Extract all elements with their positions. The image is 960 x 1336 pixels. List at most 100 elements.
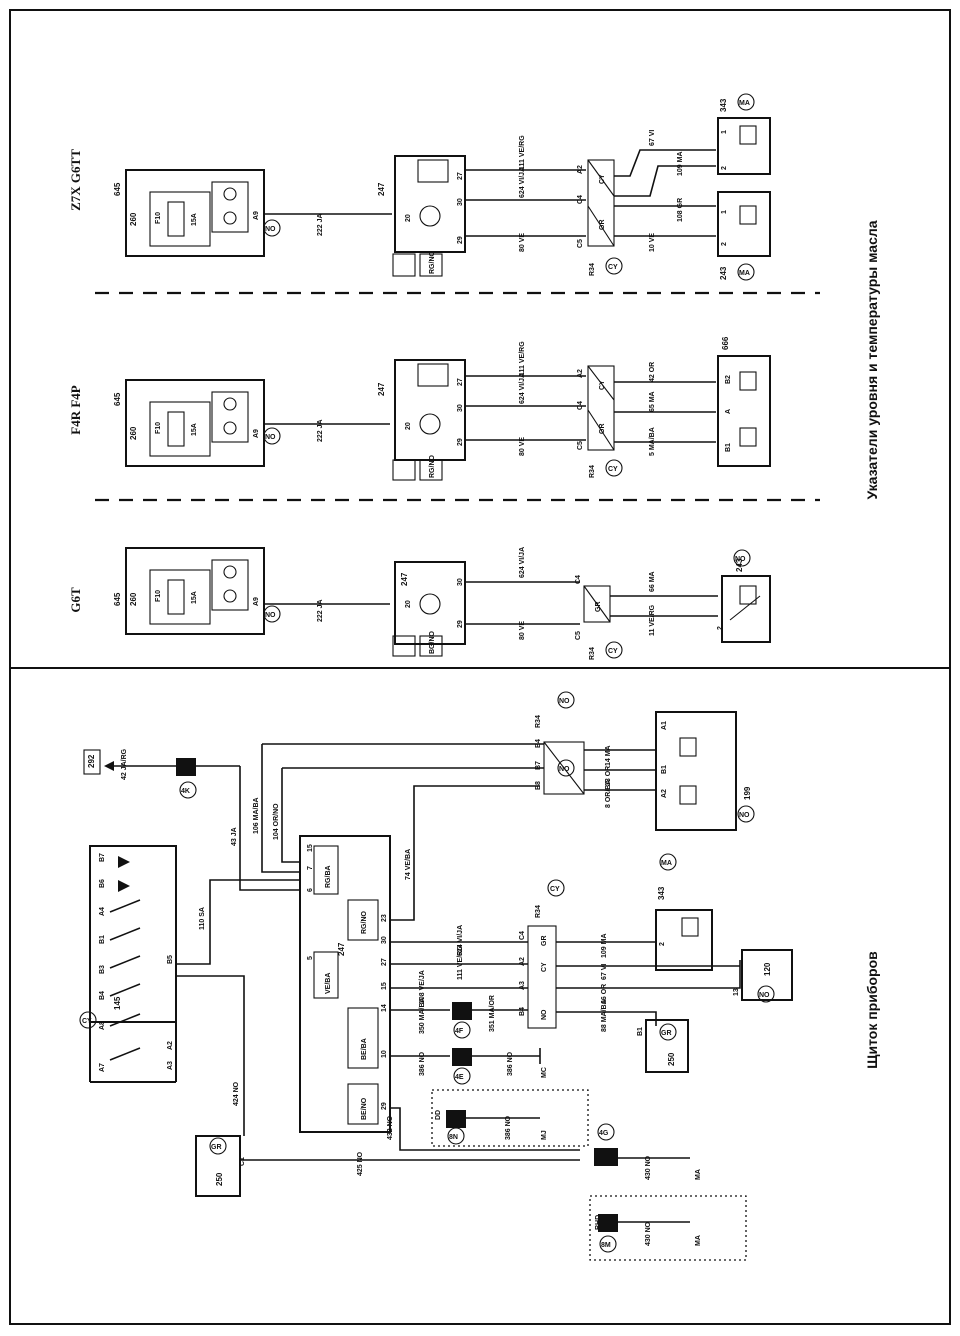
wire-66or xyxy=(556,960,741,989)
fuse-box xyxy=(125,547,265,635)
wire-111-label: 111 VE/RG xyxy=(519,341,526,376)
wire-10-label: 10 VE xyxy=(649,233,656,252)
wire-67 xyxy=(614,149,716,177)
pin-a2: A2 xyxy=(661,789,668,798)
wire-432 xyxy=(390,1107,580,1151)
unit-250-right xyxy=(645,1019,689,1073)
variant-label-g6t: G6T xyxy=(68,587,83,613)
pin-14: 14 xyxy=(381,1004,388,1012)
fuse-symbol-panel xyxy=(211,559,249,611)
pin-a9: A9 xyxy=(253,597,260,606)
wire-43-label: 43 JA xyxy=(231,827,238,846)
connector-gr-label: GR xyxy=(661,1030,672,1037)
sensor-343-id: 343 xyxy=(657,886,666,900)
connector-no-label: NO xyxy=(559,766,570,773)
pin-b3: B3 xyxy=(99,965,106,974)
wire-109-label: 109 MA xyxy=(677,151,684,176)
connector-no-badge xyxy=(263,219,281,237)
wire-222-label: 222 JA xyxy=(317,419,324,442)
unit-199-id: 199 xyxy=(743,786,752,800)
connector-cy-label: CY xyxy=(608,264,618,271)
connector-r34-label: R34 xyxy=(589,647,596,660)
connector-ma-label-2: MA xyxy=(739,270,750,277)
pin-b4: B4 xyxy=(99,991,106,1000)
fuse-element xyxy=(167,411,185,447)
sensor-n-icon xyxy=(739,427,757,447)
connector-r34-label: R34 xyxy=(535,905,542,918)
pin-5: 5 xyxy=(307,956,314,960)
connector-rg-no xyxy=(347,899,379,941)
fuse-element xyxy=(167,579,185,615)
fuse-inner-box xyxy=(149,191,211,247)
fuse-tag: F10 xyxy=(155,212,162,224)
connector-no-label: NO xyxy=(265,226,276,233)
connector-gr-badge xyxy=(209,1137,227,1155)
sensor-243 xyxy=(721,575,771,643)
pin-a9: A9 xyxy=(253,429,260,438)
pin-b2: B2 xyxy=(725,375,732,384)
connector-rg-no-label: RG/NO xyxy=(429,455,436,479)
connector-rg-no-label: RG/NO xyxy=(429,251,436,275)
connector-no-badge xyxy=(263,427,281,445)
wire-65-label: 65 MA xyxy=(649,391,656,412)
fuse-box-id: 645 xyxy=(113,592,122,606)
splice-4f-label: 4E xyxy=(455,1074,464,1081)
switch-icon xyxy=(109,899,141,913)
oil-gauge-icon xyxy=(419,205,441,227)
fuse-box xyxy=(125,169,265,257)
connector-cy-badge xyxy=(605,257,623,275)
sensor-343-id: 343 xyxy=(719,98,728,112)
option-dd-box xyxy=(431,1089,589,1147)
unit-292-box xyxy=(83,749,101,775)
wire-351-label: 351 MA/OR xyxy=(489,995,496,1032)
wire-386b-label: 386 NO xyxy=(507,1051,514,1076)
wire-104-label: 104 OR/NO xyxy=(273,803,280,840)
diode-icon xyxy=(118,880,130,892)
connector-r34 xyxy=(587,159,615,247)
connector-cy-label: CY xyxy=(541,962,548,972)
wire-430b-label: 430 NO xyxy=(645,1221,652,1246)
wire-11-label: 11 VE/RG xyxy=(649,604,656,636)
instrument-cluster-id: 247 xyxy=(337,942,346,956)
splice-4f xyxy=(452,1048,472,1066)
diode-icon xyxy=(118,856,130,868)
wire-42-label: 42 OR xyxy=(649,362,656,382)
connector-no-label: NO xyxy=(265,434,276,441)
pin-10: 10 xyxy=(381,1050,388,1058)
connector-r34 xyxy=(583,585,611,623)
wire-80-label: 80 VE xyxy=(519,437,526,456)
instrument-panel-caption: Щиток приборов xyxy=(864,951,880,1069)
pin-a2: A2 xyxy=(519,957,526,966)
wire-111-label: 111 VE/RG xyxy=(457,945,464,980)
connector-r34-cross xyxy=(587,365,615,401)
unit-250-id: 250 xyxy=(215,1172,224,1186)
wire-80-label: 80 VE xyxy=(519,233,526,252)
ground-mj-label: MJ xyxy=(541,1130,548,1140)
connector-r34-cross xyxy=(587,159,615,197)
fuse-gauge-icon xyxy=(223,565,237,579)
splice-4f-badge xyxy=(453,1067,471,1085)
wire-14-label: 14 MA xyxy=(605,745,612,766)
splice-8n xyxy=(446,1110,466,1128)
wire-386c-label: 386 NO xyxy=(505,1115,512,1140)
pin-c5: C5 xyxy=(577,441,584,450)
splice-4e-label: 4G xyxy=(599,1130,609,1137)
connector-no-label: NO xyxy=(559,698,570,705)
wire-8-label: 8 OR/BA xyxy=(605,780,612,808)
switch-icon xyxy=(109,955,141,969)
connector-gr-label: GR xyxy=(211,1144,222,1151)
variant-label-f4r: F4R F4P xyxy=(68,385,83,435)
instrument-panel-id: 247 xyxy=(400,572,409,586)
unit-199 xyxy=(655,711,737,831)
pin-23: 23 xyxy=(381,914,388,922)
pin-29: 29 xyxy=(457,438,464,446)
pin-20: 20 xyxy=(405,600,412,608)
connector-ma-label: MA xyxy=(739,100,750,107)
connector-no-badge xyxy=(737,805,755,823)
switch-icon xyxy=(109,1013,141,1027)
warning-lamp-box xyxy=(392,459,416,481)
fuse-box-id: 645 xyxy=(113,392,122,406)
instrument-panel-id: 247 xyxy=(377,382,386,396)
wire-425-label: 425 NO xyxy=(357,1151,364,1176)
